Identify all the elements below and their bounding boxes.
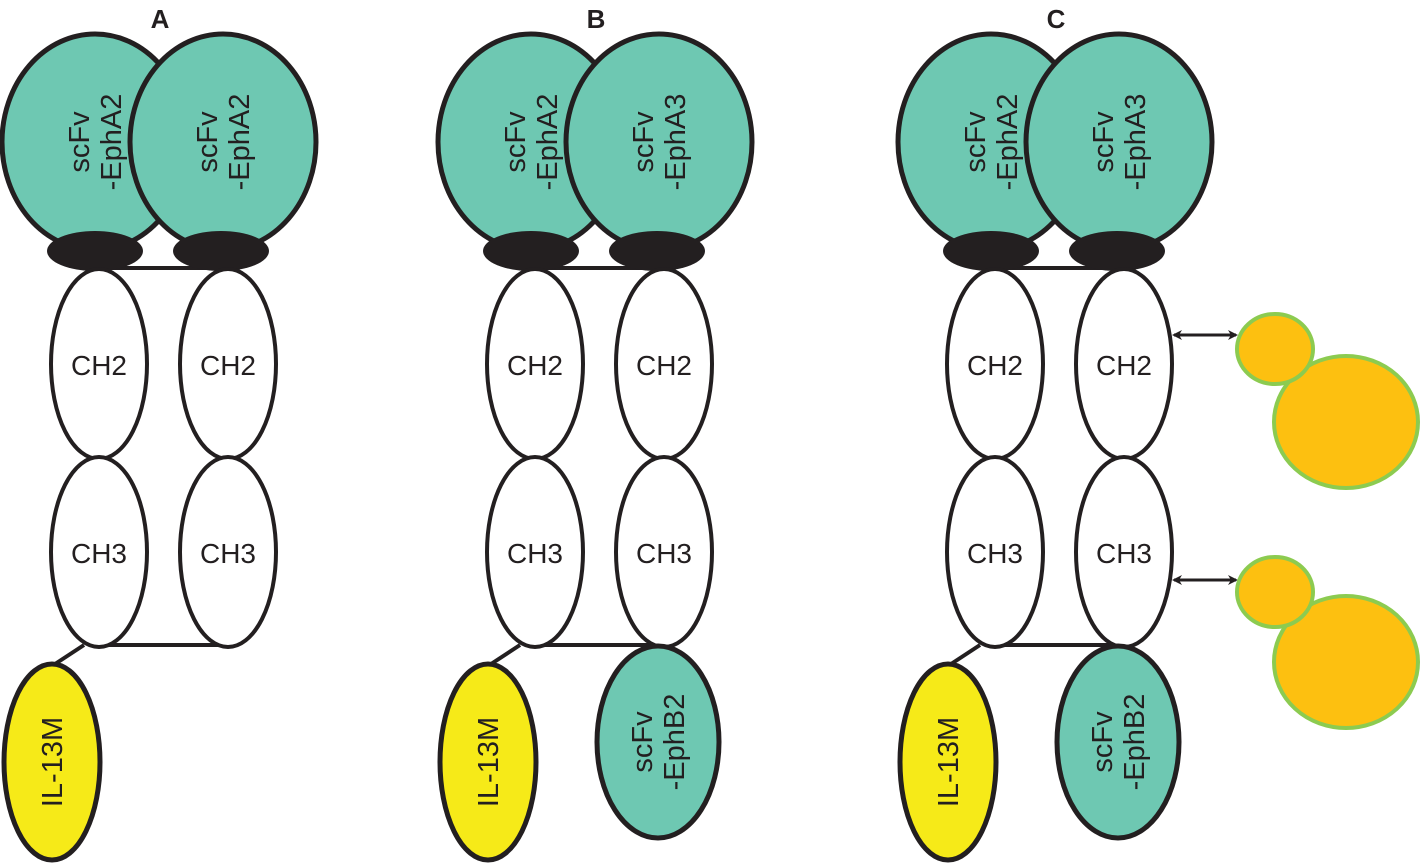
il13m-label-line: IL-13M [473, 717, 505, 807]
il13m-domain [1, 661, 103, 863]
ch3-right-domain [178, 455, 278, 649]
panel-title: C [1047, 4, 1066, 34]
ch3-right-label: CH3 [636, 538, 692, 569]
scfv-top-left-label: scFv-EphA2 [960, 94, 1024, 191]
panel-title: A [151, 4, 170, 34]
scfv-top-left-label-line: -EphA2 [532, 94, 564, 191]
scfv-bottom-right-label-line: -EphB2 [1119, 694, 1151, 791]
il13m-label: IL-13M [37, 717, 69, 807]
scfv-top-left-label-line: -EphA2 [96, 94, 128, 191]
scfv-top-right-label-line: scFv [628, 111, 660, 173]
scfv-top-right-label-line: -EphA2 [224, 94, 256, 191]
ch3-right-label: CH3 [1096, 538, 1152, 569]
ch2-left-label: CH2 [507, 350, 563, 381]
scfv-top-left-label-line: scFv [500, 111, 532, 173]
ch3-left-label: CH3 [507, 538, 563, 569]
hinge-left [483, 231, 579, 271]
il13m-domain [897, 661, 999, 863]
ch3-left-domain [49, 455, 149, 649]
panel-title: B [587, 4, 606, 34]
il13m-label: IL-13M [473, 717, 505, 807]
hinge-right [1069, 231, 1165, 271]
hinge-right [173, 231, 269, 271]
scfv-top-left-label-line: scFv [64, 111, 96, 173]
scfv-bottom-right-domain [594, 643, 722, 841]
scfv-bottom-right-label: scFv-EphB2 [627, 694, 691, 791]
cell-small-bottom [1235, 555, 1315, 629]
cell-small-top [1235, 312, 1315, 386]
ch3-right-label: CH3 [200, 538, 256, 569]
scfv-top-left-label: scFv-EphA2 [500, 94, 564, 191]
ch3-left-label: CH3 [71, 538, 127, 569]
scfv-top-right-label-line: -EphA3 [660, 94, 692, 191]
scfv-bottom-right-label-line: -EphB2 [659, 694, 691, 791]
scfv-top-right-label: scFv-EphA3 [628, 94, 692, 191]
ch2-left-label: CH2 [71, 350, 127, 381]
scfv-top-left-label-line: -EphA2 [992, 94, 1024, 191]
ch3-left-domain [945, 455, 1045, 649]
cell-large-bottom [1272, 594, 1420, 730]
hinge-left [943, 231, 1039, 271]
hinge-right [609, 231, 705, 271]
ch2-right-label: CH2 [636, 350, 692, 381]
scfv-top-right-label: scFv-EphA2 [192, 94, 256, 191]
scfv-top-left-label: scFv-EphA2 [64, 94, 128, 191]
ch2-left-label: CH2 [967, 350, 1023, 381]
scfv-bottom-right-label-line: scFv [627, 711, 659, 773]
ch3-left-domain [485, 455, 585, 649]
il13m-domain [437, 661, 539, 863]
il13m-label-line: IL-13M [933, 717, 965, 807]
ch3-left-label: CH3 [967, 538, 1023, 569]
scfv-bottom-right-label: scFv-EphB2 [1087, 694, 1151, 791]
scfv-bottom-right-domain [1054, 643, 1182, 841]
scfv-top-right-label-line: scFv [192, 111, 224, 173]
scfv-bottom-right-label-line: scFv [1087, 711, 1119, 773]
cell-large-top [1272, 354, 1420, 490]
ch2-right-label: CH2 [1096, 350, 1152, 381]
hinge-left [47, 231, 143, 271]
scfv-top-right-label-line: -EphA3 [1120, 94, 1152, 191]
scfv-top-right-label-line: scFv [1088, 111, 1120, 173]
scfv-top-left-label-line: scFv [960, 111, 992, 173]
il13m-label: IL-13M [933, 717, 965, 807]
il13m-label-line: IL-13M [37, 717, 69, 807]
scfv-top-right-label: scFv-EphA3 [1088, 94, 1152, 191]
ch2-right-label: CH2 [200, 350, 256, 381]
